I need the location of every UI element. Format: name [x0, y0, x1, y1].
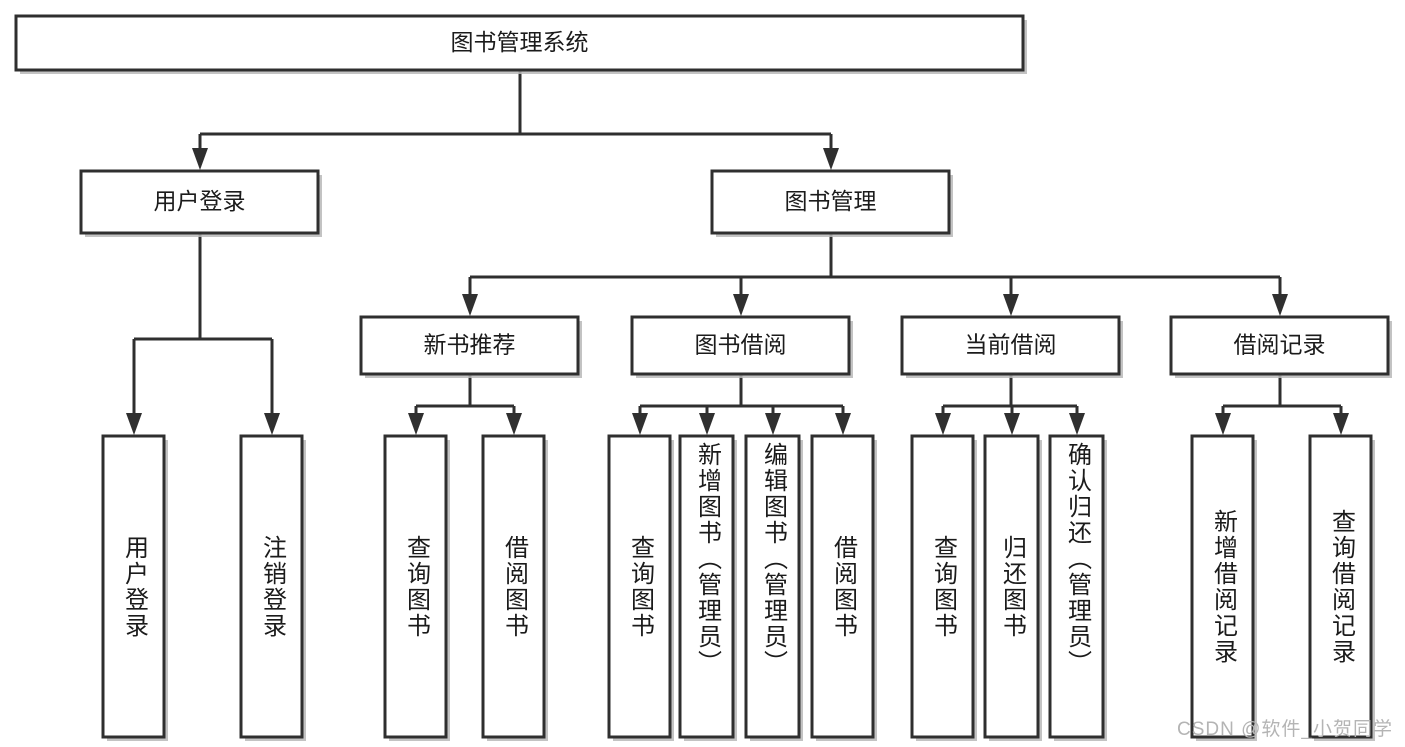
- edges-layer: [126, 70, 1349, 435]
- node-box[interactable]: [1169, 315, 1390, 376]
- arrowhead-icon: [765, 413, 781, 435]
- arrowhead-icon: [935, 413, 951, 435]
- node-l-lend-add[interactable]: [678, 434, 737, 741]
- node-root[interactable]: 图书管理系统: [14, 14, 1027, 74]
- node-label: 图书管理系统: [451, 29, 589, 55]
- node-label: 查询借阅记录: [1327, 508, 1355, 665]
- node-box[interactable]: [14, 14, 1025, 72]
- node-box[interactable]: [101, 434, 166, 739]
- arrowhead-icon: [835, 413, 851, 435]
- node-l-new-query[interactable]: [383, 434, 450, 741]
- arrowhead-icon: [408, 413, 424, 435]
- node-l-rec-add[interactable]: [1190, 434, 1257, 741]
- node-label: 确认归还（管理员）: [1063, 442, 1091, 676]
- node-box[interactable]: [1048, 434, 1105, 739]
- node-label-wrapper-l-new-query: 查询图书: [385, 436, 446, 737]
- node-n-user[interactable]: 用户登录: [79, 169, 322, 237]
- node-label: 用户登录: [154, 188, 246, 214]
- node-l-user-login[interactable]: [101, 434, 168, 741]
- node-label: 图书借阅: [695, 332, 787, 358]
- node-label: 借阅记录: [1234, 332, 1326, 358]
- node-label: 用户登录: [120, 534, 148, 639]
- node-n-cur[interactable]: 当前借阅: [900, 315, 1123, 378]
- node-box[interactable]: [359, 315, 580, 376]
- arrowhead-icon: [1004, 413, 1020, 435]
- node-box[interactable]: [607, 434, 672, 739]
- node-box[interactable]: [1308, 434, 1373, 739]
- node-box[interactable]: [1190, 434, 1255, 739]
- node-n-lend[interactable]: 图书借阅: [630, 315, 853, 378]
- node-label: 新增借阅记录: [1209, 508, 1237, 665]
- node-l-cur-return[interactable]: [983, 434, 1042, 741]
- node-label-wrapper-l-rec-query: 查询借阅记录: [1310, 436, 1371, 737]
- node-box[interactable]: [983, 434, 1040, 739]
- node-box[interactable]: [710, 169, 951, 235]
- node-label-wrapper-l-lend-edit: 编辑图书（管理员）: [746, 436, 799, 737]
- arrowhead-icon: [823, 148, 839, 170]
- node-label-wrapper-l-cur-return: 归还图书: [985, 436, 1038, 737]
- node-label-wrapper-l-lend-query: 查询图书: [609, 436, 670, 737]
- node-box[interactable]: [678, 434, 735, 739]
- node-box[interactable]: [481, 434, 546, 739]
- node-box[interactable]: [900, 315, 1121, 376]
- node-label: 查询图书: [626, 534, 654, 639]
- node-label: 借阅图书: [500, 534, 528, 639]
- node-box[interactable]: [744, 434, 801, 739]
- arrowhead-icon: [1215, 413, 1231, 435]
- node-label-wrapper-l-user-logout: 注销登录: [241, 436, 302, 737]
- arrowhead-icon: [126, 413, 142, 435]
- node-label: 查询图书: [929, 534, 957, 639]
- watermark: CSDN @软件_小贺同学: [1177, 719, 1393, 740]
- node-box[interactable]: [630, 315, 851, 376]
- node-box[interactable]: [239, 434, 304, 739]
- arrowhead-icon: [1069, 413, 1085, 435]
- arrowhead-icon: [462, 294, 478, 316]
- node-label: 当前借阅: [965, 332, 1057, 358]
- node-box[interactable]: [383, 434, 448, 739]
- node-l-new-borrow[interactable]: [481, 434, 548, 741]
- node-label: 新增图书（管理员）: [693, 442, 721, 676]
- node-n-book[interactable]: 图书管理: [710, 169, 953, 237]
- node-label: 编辑图书（管理员）: [759, 442, 787, 676]
- node-label-wrapper-l-lend-borrow: 借阅图书: [812, 436, 873, 737]
- arrowhead-icon: [733, 294, 749, 316]
- node-label: 借阅图书: [829, 534, 857, 639]
- node-label: 查询图书: [402, 534, 430, 639]
- node-label: 新书推荐: [424, 332, 516, 358]
- node-box[interactable]: [910, 434, 975, 739]
- node-l-rec-query[interactable]: [1308, 434, 1375, 741]
- node-l-lend-edit[interactable]: [744, 434, 803, 741]
- arrowhead-icon: [632, 413, 648, 435]
- node-label: 归还图书: [998, 534, 1026, 639]
- node-label-wrapper-l-cur-confirm: 确认归还（管理员）: [1050, 436, 1103, 737]
- node-label-wrapper-l-rec-add: 新增借阅记录: [1192, 436, 1253, 737]
- node-l-lend-query[interactable]: [607, 434, 674, 741]
- node-l-cur-confirm[interactable]: [1048, 434, 1107, 741]
- arrowhead-icon: [1003, 294, 1019, 316]
- arrowhead-icon: [1333, 413, 1349, 435]
- node-box[interactable]: [810, 434, 875, 739]
- node-label-wrapper-l-user-login: 用户登录: [103, 436, 164, 737]
- node-label-wrapper-l-cur-query: 查询图书: [912, 436, 973, 737]
- arrowhead-icon: [699, 413, 715, 435]
- node-label: 注销登录: [258, 534, 286, 639]
- node-box[interactable]: [79, 169, 320, 235]
- node-n-rec[interactable]: 借阅记录: [1169, 315, 1392, 378]
- arrowhead-icon: [264, 413, 280, 435]
- node-l-cur-query[interactable]: [910, 434, 977, 741]
- node-label-wrapper-l-new-borrow: 借阅图书: [483, 436, 544, 737]
- node-n-new[interactable]: 新书推荐: [359, 315, 582, 378]
- node-l-user-logout[interactable]: [239, 434, 306, 741]
- node-label-wrapper-l-lend-add: 新增图书（管理员）: [680, 436, 733, 737]
- node-label: 图书管理: [785, 188, 877, 214]
- arrowhead-icon: [192, 148, 208, 170]
- node-l-lend-borrow[interactable]: [810, 434, 877, 741]
- arrowhead-icon: [1272, 294, 1288, 316]
- arrowhead-icon: [506, 413, 522, 435]
